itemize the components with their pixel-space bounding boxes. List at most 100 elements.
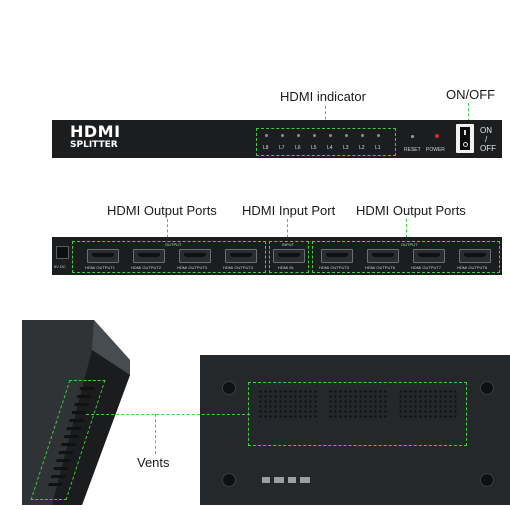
led-label-l3: L3: [343, 145, 349, 151]
input-group-label: INPUT: [282, 242, 294, 247]
output-left-group: OUTPUT HDMI OUTPUT1 HDMI OUTPUT2 HDMI OU…: [72, 241, 266, 273]
vent-hole-grid: [398, 389, 458, 419]
vent-slot: [74, 403, 90, 406]
port-label: HDMI OUTPUT3: [177, 265, 207, 270]
vents-leader-down: [155, 414, 156, 454]
hdmi-output-4-port[interactable]: [225, 249, 257, 263]
hdmi-output-2-port[interactable]: [133, 249, 165, 263]
hdmi-output-1-port[interactable]: [87, 249, 119, 263]
indicator-box: L8 L7 L6 L5 L4 L3 L2 L1: [256, 128, 396, 156]
led-label-l7: L7: [279, 145, 285, 151]
certification-marks: [262, 475, 316, 485]
power-label: POWER: [426, 147, 445, 153]
hdmi-output-8-port[interactable]: [459, 249, 491, 263]
logo-line2: SPLITTER: [70, 140, 118, 150]
led-dot: [345, 134, 348, 137]
switch-labels: ON / OFF: [480, 126, 496, 153]
vent-slot: [53, 467, 69, 470]
vent-slot: [76, 395, 92, 398]
led-label-l8: L8: [263, 145, 269, 151]
vent-hole-grid: [258, 389, 318, 419]
screw-hole: [480, 473, 494, 487]
logo-line1: HDMI: [70, 122, 121, 141]
port-label: HDMI IN: [278, 265, 294, 270]
screw-hole: [222, 473, 236, 487]
port-label: HDMI OUTPUT8: [457, 265, 487, 270]
rocker: [460, 127, 470, 150]
led-label-l2: L2: [359, 145, 365, 151]
port-label: HDMI OUTPUT6: [365, 265, 395, 270]
output-group-label-right: OUTPUT: [401, 242, 418, 247]
splitter-logo: HDMI SPLITTER: [70, 124, 121, 151]
bottom-view-photo: [200, 355, 510, 505]
switch-slash: /: [485, 135, 488, 144]
vent-slot: [61, 443, 77, 446]
screw-hole: [222, 381, 236, 395]
vents-leader-side: [86, 414, 250, 415]
hdmi-output-6-port[interactable]: [367, 249, 399, 263]
side-front-face: [52, 350, 130, 505]
output-right-leader-line: [406, 219, 407, 243]
led-dot: [297, 134, 300, 137]
hdmi-output-5-port[interactable]: [321, 249, 353, 263]
reset-label: RESET: [404, 147, 421, 153]
callout-input-port: HDMI Input Port: [242, 203, 336, 218]
screw-hole: [480, 381, 494, 395]
callout-output-right: HDMI Output Ports: [356, 203, 466, 218]
input-leader-line: [287, 219, 288, 243]
rocker-mark: [464, 130, 466, 135]
rear-panel: 5V DC OUTPUT HDMI OUTPUT1 HDMI OUTPUT2 H…: [52, 237, 502, 275]
hdmi-output-3-port[interactable]: [179, 249, 211, 263]
vent-slot: [68, 419, 84, 422]
hdmi-input-port[interactable]: [273, 249, 305, 263]
port-label: HDMI OUTPUT1: [85, 265, 115, 270]
led-labels: L8 L7 L6 L5 L4 L3 L2 L1: [262, 145, 390, 151]
dc-jack[interactable]: [56, 246, 69, 259]
bottom-vents-box: [248, 382, 467, 446]
led-label-l1: L1: [375, 145, 381, 151]
output-right-group: OUTPUT HDMI OUTPUT5 HDMI OUTPUT6 HDMI OU…: [312, 241, 500, 273]
led-row: [262, 134, 390, 138]
indicator-leader-line: [325, 106, 326, 130]
cert-mark: [300, 477, 310, 483]
led-label-l4: L4: [327, 145, 333, 151]
led-dot: [313, 134, 316, 137]
vent-slot: [58, 451, 74, 454]
led-dot: [329, 134, 332, 137]
cert-mark: [262, 477, 270, 483]
led-dot: [377, 134, 380, 137]
vent-slot: [71, 411, 87, 414]
port-label: HDMI OUTPUT5: [319, 265, 349, 270]
switch-off-label: OFF: [480, 144, 496, 153]
led-dot: [265, 134, 268, 137]
led-label-l5: L5: [311, 145, 317, 151]
side-edge-face: [92, 320, 130, 375]
callout-vents: Vents: [137, 455, 170, 470]
vent-slot: [55, 459, 71, 462]
power-switch[interactable]: [456, 124, 474, 153]
vent-slot: [48, 483, 64, 486]
callout-on-off: ON/OFF: [446, 87, 496, 102]
vent-hole-grid: [328, 389, 388, 419]
vent-slot: [50, 475, 66, 478]
callout-hdmi-indicator: HDMI indicator: [280, 89, 366, 104]
front-panel: HDMI SPLITTER L8 L7 L6 L5 L4 L3 L2 L1 RE…: [52, 120, 502, 158]
callout-output-left: HDMI Output Ports: [107, 203, 217, 218]
port-label: HDMI OUTPUT2: [131, 265, 161, 270]
switch-on-label: ON: [480, 126, 492, 135]
output-group-label-left: OUTPUT: [165, 242, 182, 247]
led-label-l6: L6: [295, 145, 301, 151]
cert-mark: [288, 477, 296, 483]
reset-button[interactable]: [411, 135, 414, 138]
led-dot: [281, 134, 284, 137]
onoff-leader-line: [468, 103, 469, 127]
vent-slot: [63, 435, 79, 438]
port-label: HDMI OUTPUT4: [223, 265, 253, 270]
vent-slot: [79, 387, 95, 390]
cert-mark: [274, 477, 284, 483]
output-left-leader-line: [167, 219, 168, 243]
hdmi-output-7-port[interactable]: [413, 249, 445, 263]
port-label: HDMI OUTPUT7: [411, 265, 441, 270]
power-led: [435, 134, 439, 138]
input-group: INPUT HDMI IN: [269, 241, 309, 273]
